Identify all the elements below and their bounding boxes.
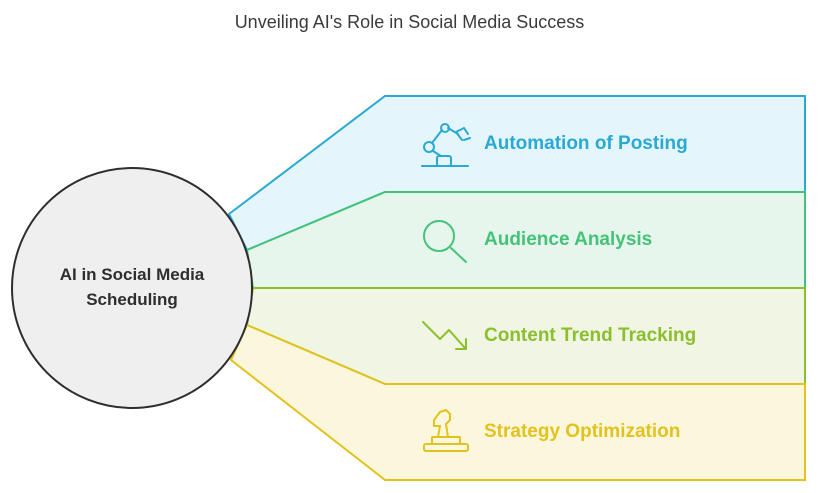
label-strategy-optimization: Strategy Optimization bbox=[484, 421, 681, 442]
center-label-line1: AI in Social Media bbox=[59, 265, 205, 284]
diagram-title: Unveiling AI's Role in Social Media Succ… bbox=[234, 12, 585, 32]
label-audience-analysis: Audience Analysis bbox=[484, 229, 653, 250]
chess-knight-icon bbox=[423, 409, 469, 452]
magnifier-icon bbox=[423, 220, 467, 263]
label-automation-of-posting: Automation of Posting bbox=[484, 133, 688, 154]
center-circle bbox=[11, 167, 253, 409]
label-content-trend-tracking: Content Trend Tracking bbox=[484, 325, 697, 346]
center-label-line2: Scheduling bbox=[86, 290, 178, 309]
trend-down-icon bbox=[422, 321, 467, 350]
robot-arm-icon bbox=[421, 123, 471, 167]
band-strategy bbox=[229, 323, 806, 481]
center-label: AI in Social Media Scheduling bbox=[12, 262, 252, 312]
